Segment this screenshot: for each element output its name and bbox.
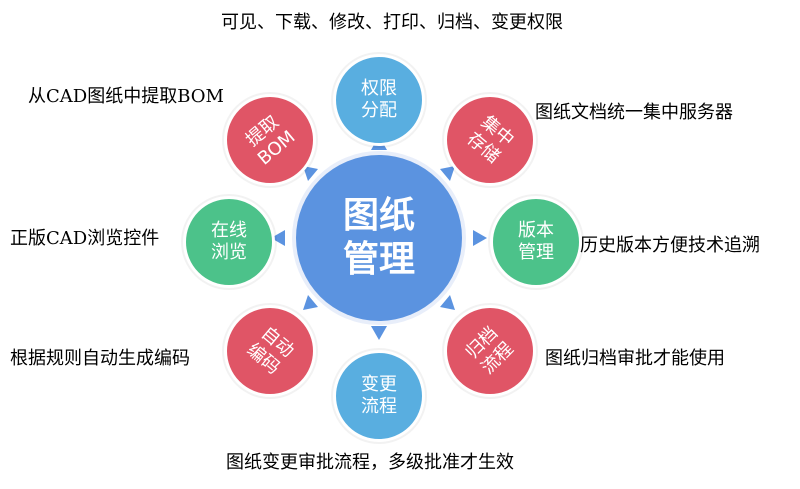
center-node-drawing-management: 图纸 管理: [296, 155, 462, 321]
arrow-to-centralize: [440, 166, 455, 181]
arrow-to-change: [371, 326, 387, 340]
caption-bom: 从CAD图纸中提取BOM: [28, 86, 224, 107]
arrow-to-archive: [440, 295, 455, 310]
node-version-label: 版本 管理: [518, 220, 554, 263]
node-bom[interactable]: 提取 BOM: [224, 94, 316, 186]
node-bom-label: 提取 BOM: [242, 111, 300, 170]
arrow-to-bom: [303, 166, 318, 181]
caption-centralize: 图纸文档统一集中服务器: [535, 102, 733, 123]
node-version[interactable]: 版本 管理: [490, 196, 582, 288]
arrow-to-autocode: [303, 295, 318, 310]
caption-permission: 可见、下载、修改、打印、归档、变更权限: [221, 12, 563, 33]
node-autocode[interactable]: 自动 编码: [224, 305, 316, 397]
caption-change: 图纸变更审批流程，多级批准才生效: [226, 452, 514, 473]
arrow-to-version: [473, 230, 487, 246]
node-change-label: 变更 流程: [361, 374, 397, 417]
node-centralize-label: 集中 存储: [462, 111, 518, 168]
node-centralize[interactable]: 集中 存储: [444, 94, 536, 186]
caption-online: 正版CAD浏览控件: [10, 228, 160, 249]
caption-version: 历史版本方便技术追溯: [580, 235, 760, 256]
caption-archive: 图纸归档审批才能使用: [545, 348, 725, 369]
node-change[interactable]: 变更 流程: [333, 350, 425, 442]
node-archive-label: 归档 流程: [461, 322, 518, 379]
node-archive[interactable]: 归档 流程: [444, 305, 536, 397]
node-permission-label: 权限 分配: [361, 78, 397, 121]
node-autocode-label: 自动 编码: [242, 322, 298, 379]
arrow-to-online: [271, 230, 285, 246]
node-online[interactable]: 在线 浏览: [183, 196, 275, 288]
node-permission[interactable]: 权限 分配: [333, 54, 425, 146]
node-online-label: 在线 浏览: [211, 220, 247, 263]
caption-autocode: 根据规则自动生成编码: [10, 348, 190, 369]
